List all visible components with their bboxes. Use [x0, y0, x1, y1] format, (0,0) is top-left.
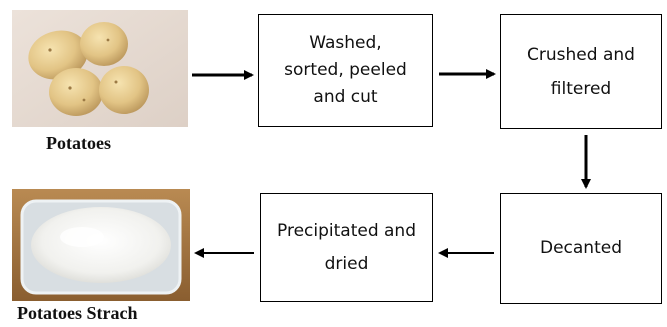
flow-arrows	[0, 0, 667, 327]
